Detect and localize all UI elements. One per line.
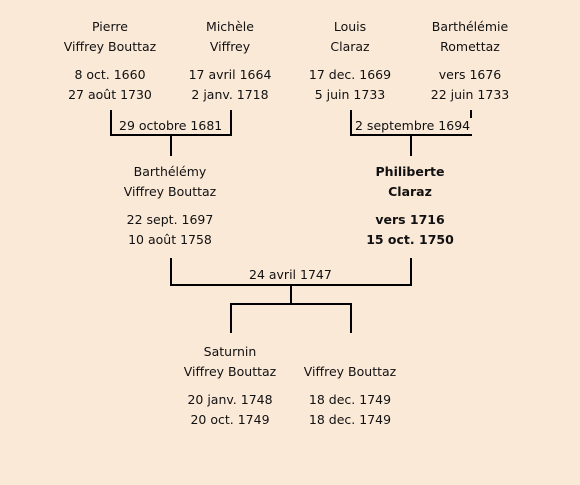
person-birth-date: 8 oct. 1660 <box>74 67 146 82</box>
person-death-date: 20 oct. 1749 <box>190 412 270 427</box>
person-first-name: Michèle <box>206 19 254 34</box>
connector-line <box>410 134 412 156</box>
person-birth-date: 20 janv. 1748 <box>187 392 273 407</box>
connector-line <box>170 258 172 286</box>
person-death-date: 27 août 1730 <box>68 87 152 102</box>
connector-line <box>170 134 172 156</box>
person-barthelemie-romettaz: Barthélémie Romettaz vers 1676 22 juin 1… <box>395 17 545 105</box>
person-first-name: Barthélémy <box>133 164 207 179</box>
person-first-name: Saturnin <box>203 344 257 359</box>
person-death-date: 2 janv. 1718 <box>191 87 269 102</box>
person-philiberte-claraz: Philiberte Claraz vers 1716 15 oct. 1750 <box>335 162 485 250</box>
person-barthelemy-viffrey-bouttaz: Barthélémy Viffrey Bouttaz 22 sept. 1697… <box>95 162 245 250</box>
person-first-name: Philiberte <box>375 164 445 179</box>
person-last-name: Romettaz <box>440 39 500 54</box>
marriage-date-maternal: 2 septembre 1694 <box>352 118 474 134</box>
person-last-name: Claraz <box>330 39 370 54</box>
person-birth-date: 17 dec. 1669 <box>308 67 392 82</box>
person-last-name: Claraz <box>388 184 432 199</box>
connector-line <box>110 110 112 136</box>
connector-line <box>230 110 232 136</box>
person-birth-date: 18 dec. 1749 <box>308 392 392 407</box>
person-death-date: 10 août 1758 <box>128 232 212 247</box>
connector-line <box>350 110 352 136</box>
connector-line <box>230 303 352 305</box>
marriage-date-paternal: 29 octobre 1681 <box>116 118 226 134</box>
person-birth-date: 17 avril 1664 <box>188 67 272 82</box>
person-last-name: Viffrey Bouttaz <box>183 364 277 379</box>
person-last-name: Viffrey Bouttaz <box>303 364 397 379</box>
person-death-date: 5 juin 1733 <box>314 87 386 102</box>
person-louis-claraz: Louis Claraz 17 dec. 1669 5 juin 1733 <box>275 17 425 105</box>
person-unnamed-viffrey-bouttaz: Viffrey Bouttaz 18 dec. 1749 18 dec. 174… <box>275 342 425 430</box>
person-first-name: Barthélémie <box>431 19 509 34</box>
person-first-name: Louis <box>333 19 367 34</box>
person-death-date: 15 oct. 1750 <box>366 232 454 247</box>
person-last-name: Viffrey Bouttaz <box>123 184 217 199</box>
connector-line <box>290 284 292 304</box>
person-saturnin-viffrey-bouttaz: Saturnin Viffrey Bouttaz 20 janv. 1748 2… <box>155 342 305 430</box>
connector-line <box>350 303 352 333</box>
person-pierre-viffrey-bouttaz: Pierre Viffrey Bouttaz 8 oct. 1660 27 ao… <box>35 17 185 105</box>
connector-line <box>410 258 412 286</box>
person-last-name: Viffrey Bouttaz <box>63 39 157 54</box>
person-birth-date: vers 1676 <box>438 67 502 82</box>
person-last-name: Viffrey <box>209 39 251 54</box>
connector-line <box>230 303 232 333</box>
person-birth-date: 22 sept. 1697 <box>126 212 214 227</box>
person-first-name: Pierre <box>92 19 128 34</box>
person-michele-viffrey: Michèle Viffrey 17 avril 1664 2 janv. 17… <box>155 17 305 105</box>
person-death-date: 22 juin 1733 <box>430 87 510 102</box>
person-birth-date: vers 1716 <box>375 212 445 227</box>
marriage-date-parents: 24 avril 1747 <box>246 267 335 283</box>
person-death-date: 18 dec. 1749 <box>308 412 392 427</box>
person-first-name <box>275 342 425 362</box>
